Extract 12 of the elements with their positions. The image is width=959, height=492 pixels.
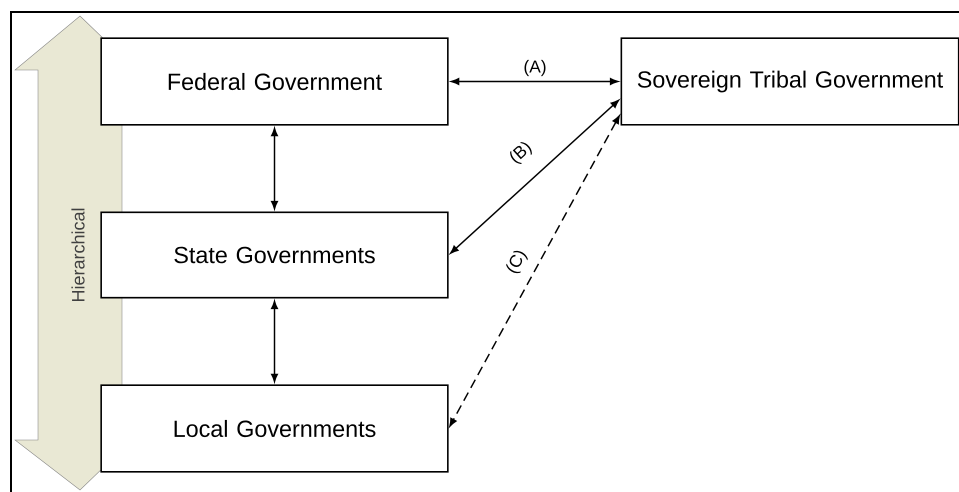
arrow <box>271 128 278 210</box>
arrow <box>449 115 620 427</box>
arrow <box>450 78 618 85</box>
arrow <box>450 100 620 254</box>
process-box: Local Governments <box>100 384 449 473</box>
edge-label: (B) <box>505 137 537 169</box>
process-box: State Governments <box>100 212 449 298</box>
edge-label: (C) <box>502 246 532 278</box>
edge-label: (A) <box>522 58 548 78</box>
process-box: Sovereign Tribal Government <box>620 37 959 126</box>
process-box: Federal Government <box>100 37 449 126</box>
arrow <box>271 300 278 382</box>
